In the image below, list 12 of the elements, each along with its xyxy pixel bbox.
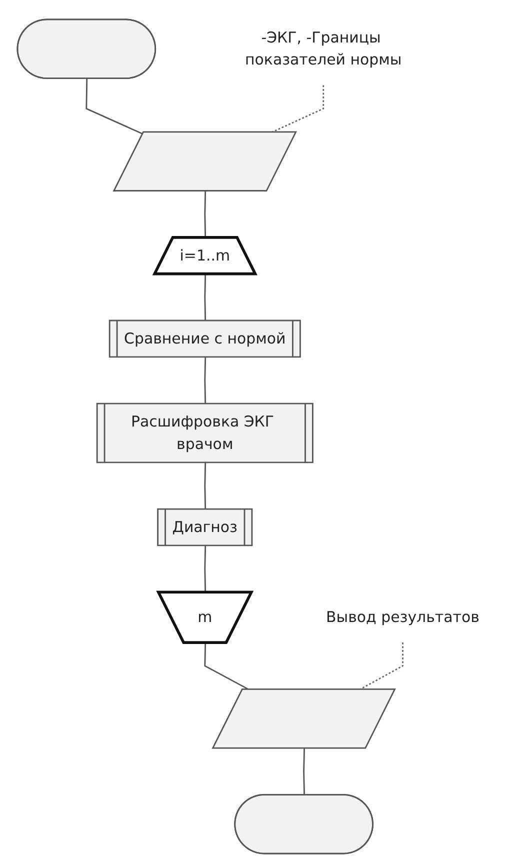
connector (86, 78, 144, 135)
connector (204, 191, 206, 238)
connector (204, 546, 206, 593)
connector (204, 274, 206, 321)
node-text: Вывод результатов (326, 608, 480, 626)
connector (204, 357, 206, 404)
node-text: -ЭКГ, -Границы показателей нормы (245, 28, 402, 68)
connector (204, 462, 206, 510)
node-parallelogram (212, 688, 396, 749)
node-parallelogram (112, 131, 298, 192)
connector (303, 748, 306, 796)
connector (204, 643, 250, 690)
